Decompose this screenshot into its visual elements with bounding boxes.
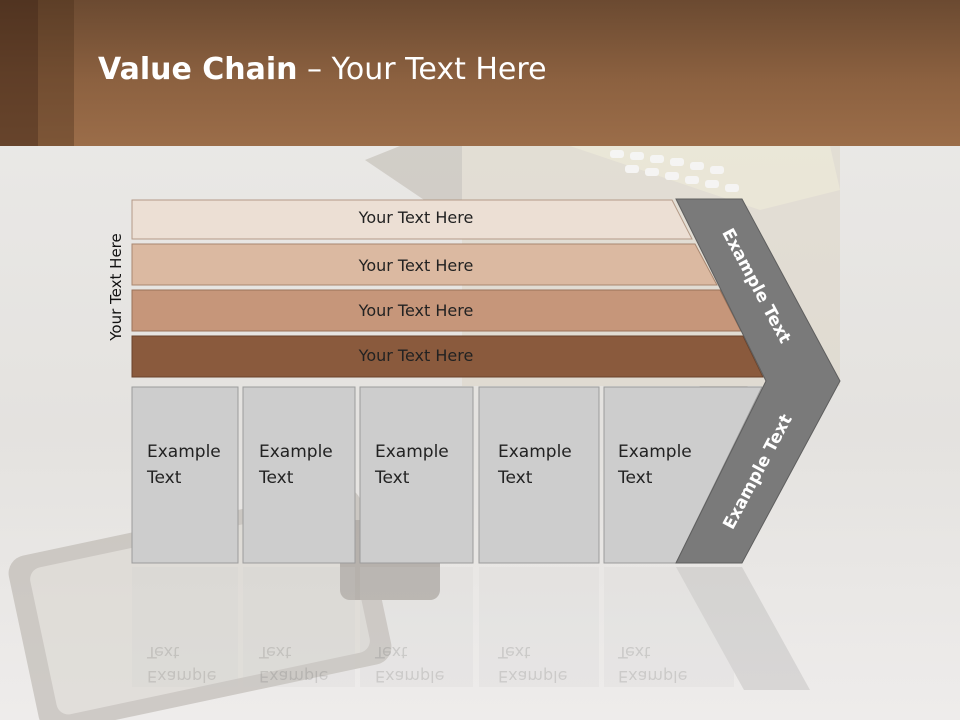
support-row-2-label: Your Text Here [358, 256, 474, 275]
slide-title: Value Chain – Your Text Here [98, 52, 547, 87]
slide-header: Value Chain – Your Text Here [0, 0, 960, 146]
support-row-2 [131, 243, 718, 286]
margin-chevron [675, 198, 841, 564]
support-row-4-label: Your Text Here [358, 346, 474, 365]
support-row-1 [131, 199, 693, 240]
title-rest: – Your Text Here [297, 52, 547, 87]
primary-cell-1 [131, 386, 239, 564]
support-row-1-label: Your Text Here [358, 208, 474, 227]
support-row-4 [131, 335, 764, 378]
header-accent-strip [0, 0, 38, 146]
support-row-3-label: Your Text Here [358, 301, 474, 320]
title-bold: Value Chain [98, 52, 298, 87]
header-accent-strip-light [38, 0, 74, 146]
primary-cell-4 [478, 386, 600, 564]
primary-cell-3 [359, 386, 474, 564]
primary-cell-2 [242, 386, 356, 564]
